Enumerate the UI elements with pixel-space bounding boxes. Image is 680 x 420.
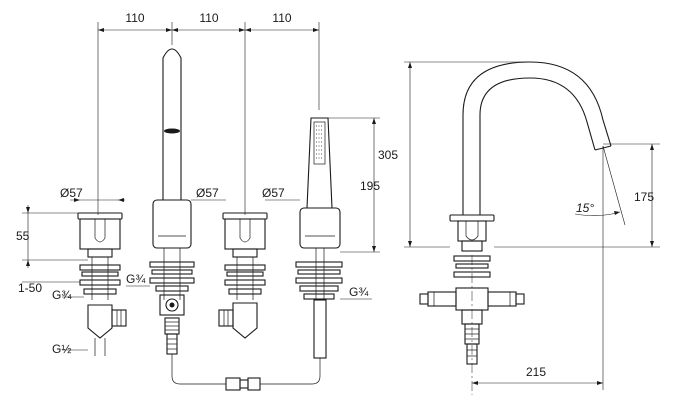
dim-height-305: 305 <box>378 148 398 162</box>
dim-height-195: 195 <box>360 179 380 193</box>
shower-hose <box>171 354 321 391</box>
dim-spacing-2: 110 <box>199 11 218 25</box>
top-dimension-lines <box>97 22 320 215</box>
shower-height-dim <box>328 117 380 253</box>
right-valve <box>218 212 268 339</box>
thread-left-top: G¾ <box>52 288 72 302</box>
dim-spacing-3: 110 <box>272 11 291 25</box>
dim-range-1-50: 1-50 <box>18 281 42 295</box>
shower-nozzles <box>316 125 323 159</box>
dim-height-55: 55 <box>16 229 30 243</box>
spout-side-view <box>419 61 612 395</box>
hand-shower <box>295 117 343 359</box>
thread-left-bottom: G½ <box>52 342 71 356</box>
dim-reach-215: 215 <box>526 365 546 379</box>
dim-dia-mid: Ø57 <box>196 186 219 200</box>
thread-shower: G¾ <box>349 285 369 299</box>
left-valve <box>70 198 127 356</box>
dim-dia-right: Ø57 <box>262 186 285 200</box>
dim-spacing-1: 110 <box>125 11 144 25</box>
thread-spout: G¾ <box>126 272 146 286</box>
dim-angle-15: 15° <box>576 201 594 215</box>
spout-front <box>149 48 195 355</box>
left-height-dims <box>22 205 88 351</box>
dim-dia-left: Ø57 <box>60 186 83 200</box>
dim-height-175: 175 <box>634 190 654 204</box>
side-view-dims <box>404 61 660 390</box>
